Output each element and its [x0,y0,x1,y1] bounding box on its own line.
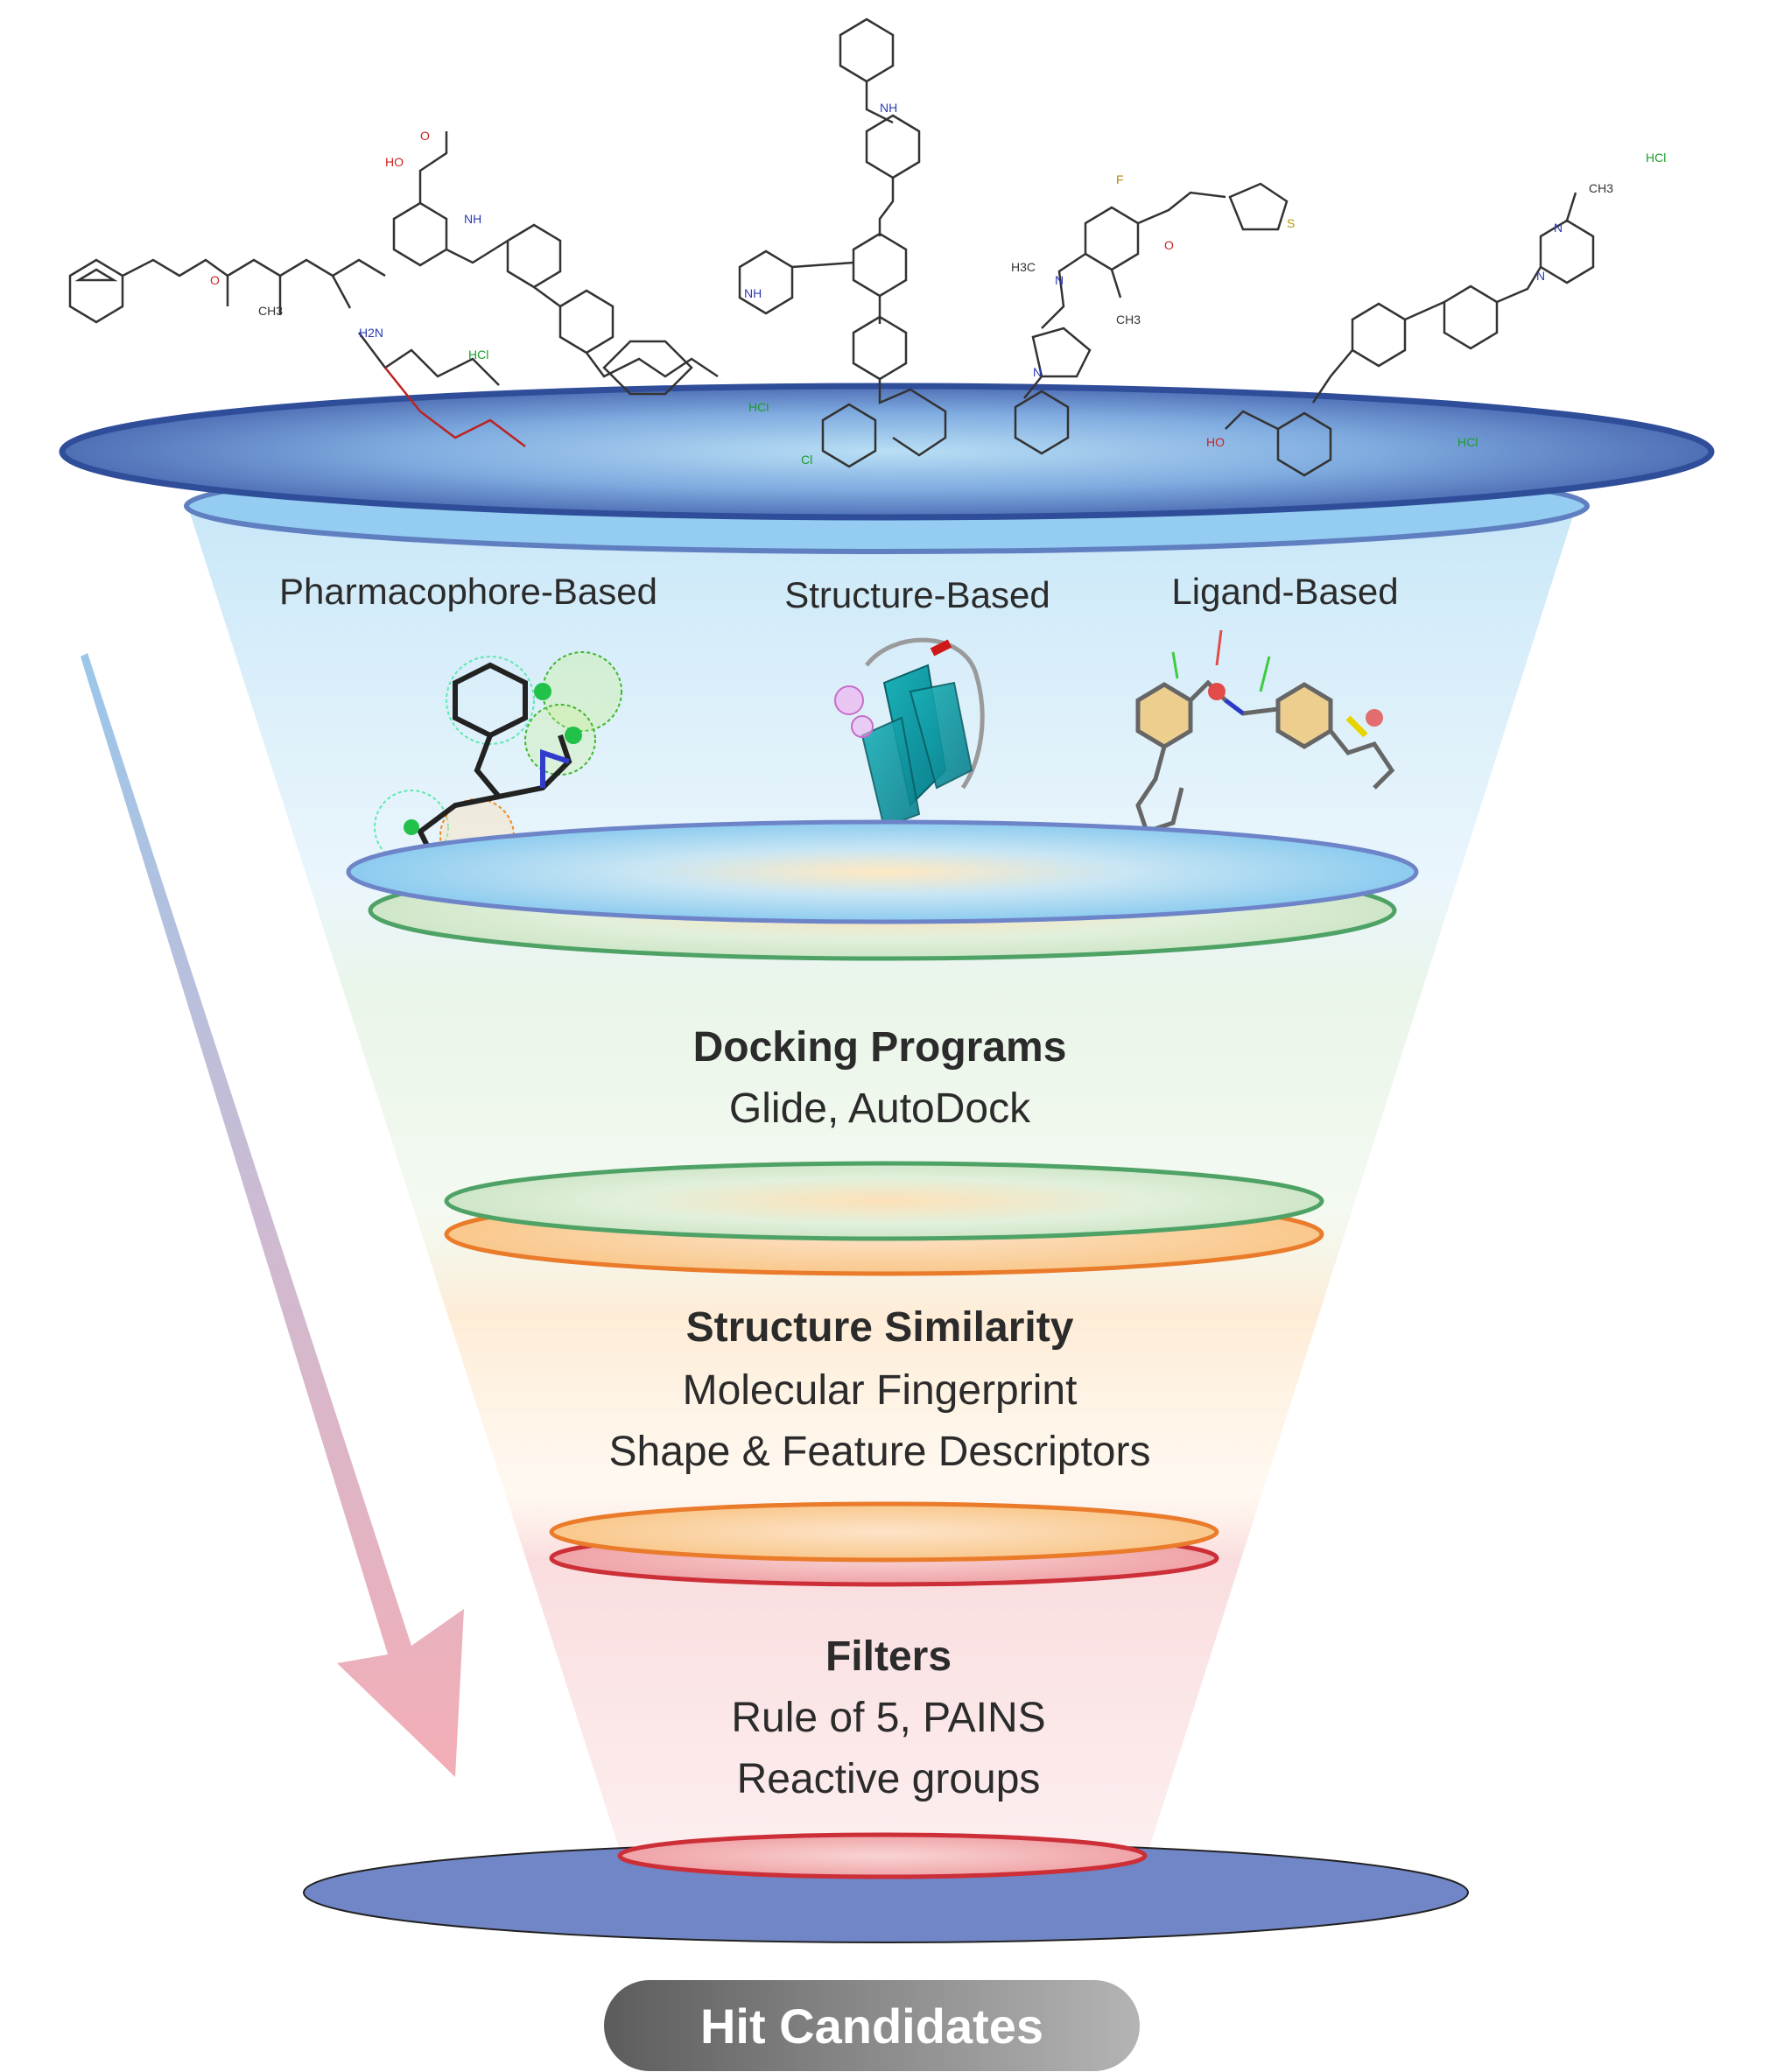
red-layer-bottom [617,1832,1148,1879]
atom-label: S [1287,216,1295,230]
method-label-ligand: Ligand-Based [1171,571,1398,612]
atom-label: H2N [359,326,383,340]
atom-label: HCl [1646,151,1666,165]
ligand-overlay [1135,629,1395,835]
stage-title-similarity: Structure Similarity [686,1304,1074,1351]
atom-label: HO [385,155,404,169]
molecule-2 [392,131,719,396]
orange-layer [549,1501,1219,1563]
atom-label: HO [1206,435,1225,449]
atom-label: O [1164,238,1174,252]
stage-line-docking-1: Glide, AutoDock [729,1085,1031,1132]
atom-label: Cl [801,453,812,467]
stage-title-docking: Docking Programs [693,1024,1067,1071]
atom-label: NH [464,212,481,226]
stage-line-similarity-1: Molecular Fingerprint [683,1367,1078,1414]
stage-title-filters: Filters [825,1633,952,1680]
atom-label: NH [880,101,897,115]
atom-label: CH3 [1589,181,1613,195]
atom-label: O [420,129,430,143]
atom-label: N [1536,269,1545,283]
atom-label: HCl [1457,435,1478,449]
atom-label: F [1116,172,1124,186]
stage-line-similarity-2: Shape & Feature Descriptors [609,1429,1151,1475]
atom-label: HCl [468,348,488,362]
atom-label: N [1033,365,1042,379]
process-arrow [81,653,464,1777]
atom-label: O [210,273,220,287]
hit-candidates-badge: Hit Candidates [604,1980,1140,2071]
atom-label: NH [744,286,762,300]
atom-label: CH3 [1116,313,1141,327]
atom-label: N [1055,273,1064,287]
method-label-structure: Structure-Based [784,574,1050,615]
method-label-pharmacophore: Pharmacophore-Based [279,571,657,612]
blue-layer [346,819,1419,924]
top-disc [59,383,1715,521]
stage-line-filters-1: Rule of 5, PAINS [731,1695,1045,1741]
atom-label: HCl [748,400,769,414]
protein-structure [834,637,985,889]
molecule-4 [1014,182,1289,455]
green-layer [444,1161,1324,1241]
molecule-5 [1225,192,1595,477]
atom-label: N [1554,221,1563,235]
atom-label: H3C [1011,260,1036,274]
stage-line-filters-2: Reactive groups [737,1756,1041,1802]
atom-label: CH3 [258,304,283,318]
molecule-1 [68,258,526,447]
molecule-3 [738,18,947,468]
